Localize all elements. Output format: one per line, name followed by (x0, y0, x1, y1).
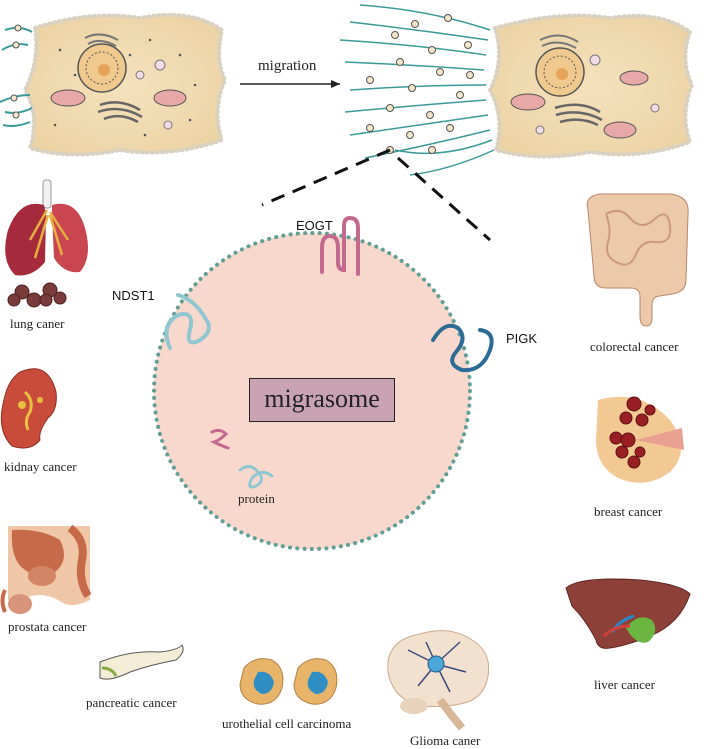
zoom-lines (261, 148, 491, 242)
kidney-icon (0, 368, 57, 449)
migrasome-title: migrasome (249, 378, 395, 422)
cell-after-migration (339, 4, 695, 176)
breast-icon (596, 396, 684, 483)
ndst1-label: NDST1 (112, 288, 155, 303)
intestine-icon (586, 193, 689, 327)
cell-before-migration (0, 12, 228, 157)
cancer-label-kidney: kidnay cancer (4, 459, 77, 474)
retraction-fibers (339, 4, 495, 176)
protein-label: protein (238, 491, 275, 506)
cancer-label-glioma: Glioma caner (410, 733, 481, 748)
cancer-label-lung: lung caner (10, 316, 65, 331)
protein-blob-cyan (238, 465, 274, 489)
eogt-protein (320, 215, 360, 276)
cancer-label-colorectal: colorectal cancer (590, 339, 679, 354)
lungs-icon (5, 179, 88, 308)
migration-label: migration (258, 58, 317, 74)
cancer-label-breast: breast cancer (594, 504, 663, 519)
urothelial-cells-icon (239, 658, 338, 705)
eogt-label: EOGT (296, 218, 333, 233)
protein-blob-pink (210, 428, 230, 450)
cancer-label-prostate: prostata cancer (8, 619, 87, 634)
migration-arrow (240, 80, 340, 88)
liver-icon (565, 578, 691, 649)
brain-icon (387, 630, 490, 731)
pigk-label: PIGK (506, 331, 538, 346)
cancer-label-liver: liver cancer (594, 677, 655, 692)
prostate-icon (0, 524, 92, 614)
cancer-label-urothelial: urothelial cell carcinoma (222, 716, 352, 731)
pancreas-icon (99, 644, 184, 680)
pigk-protein (431, 323, 494, 373)
ndst1-protein (164, 293, 211, 350)
cancer-label-pancreatic: pancreatic cancer (86, 695, 177, 710)
